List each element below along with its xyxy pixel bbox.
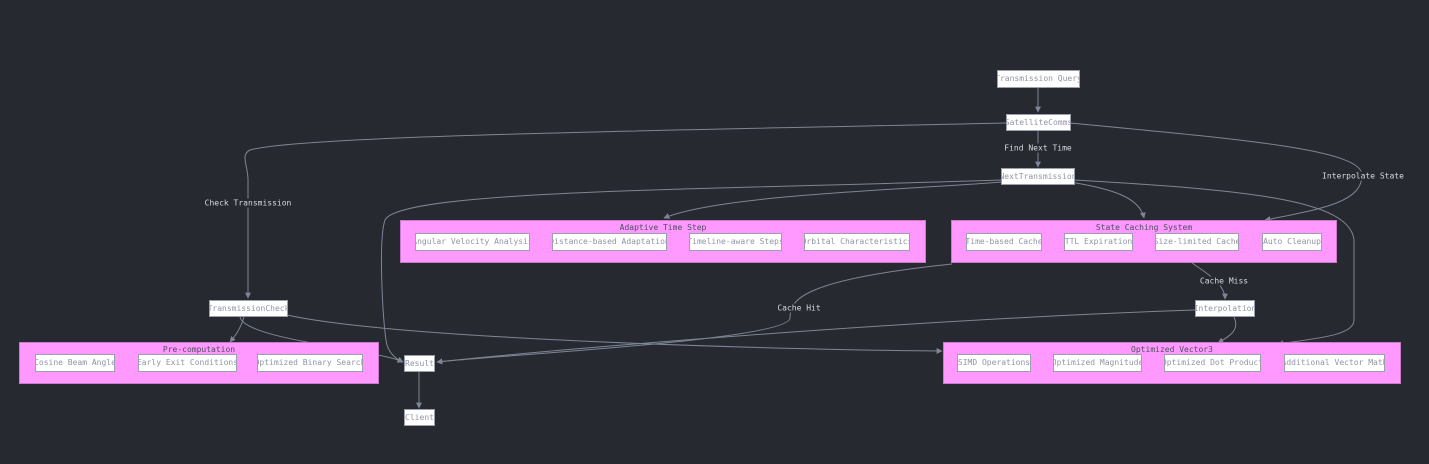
node-optimized-dot-product[interactable]: Optimized Dot Product bbox=[1164, 354, 1261, 372]
node-transmission-query[interactable]: Transmission Query bbox=[997, 70, 1080, 88]
node-cosine-beam-angle[interactable]: Cosine Beam Angle bbox=[35, 354, 115, 372]
edge-nexttransmission-to-result bbox=[381, 179, 1003, 363]
edge-nexttransmission-to-vector3 bbox=[1073, 179, 1355, 347]
node-satellitecomms[interactable]: SatelliteComms bbox=[1006, 114, 1071, 131]
node-additional-vector-math[interactable]: Additional Vector Math bbox=[1284, 354, 1385, 372]
node-optimized-binary-search[interactable]: Optimized Binary Search bbox=[257, 354, 363, 372]
cluster-title-optimized-vector3: Optimized Vector3 bbox=[1131, 345, 1213, 354]
edge-nexttransmission-to-statecaching bbox=[1069, 181, 1146, 219]
node-time-based-cache[interactable]: Time-based Cache bbox=[966, 233, 1042, 251]
cluster-title-adaptive-time-step: Adaptive Time Step bbox=[619, 223, 707, 232]
node-early-exit-conditions[interactable]: Early Exit Conditions bbox=[138, 354, 237, 372]
node-orbital-characteristics[interactable]: Orbital Characteristics bbox=[804, 233, 910, 251]
node-angular-velocity-analysis[interactable]: Angular Velocity Analysis bbox=[415, 233, 530, 251]
cluster-title-pre-computation: Pre-computation bbox=[162, 345, 236, 354]
node-timeline-aware-steps[interactable]: Timeline-aware Steps bbox=[689, 233, 782, 251]
node-client[interactable]: Client bbox=[404, 409, 435, 426]
edge-transmissioncheck-to-precomputation bbox=[229, 316, 245, 343]
node-distance-based-adaptation[interactable]: Distance-based Adaptation bbox=[552, 233, 667, 251]
label-interpolate-state: Interpolate State bbox=[1320, 171, 1406, 181]
label-check-transmission: Check Transmission bbox=[202, 198, 294, 208]
node-result[interactable]: Result bbox=[404, 355, 435, 372]
node-nexttransmission[interactable]: NextTransmission bbox=[1001, 168, 1075, 185]
label-cache-hit: Cache Hit bbox=[775, 303, 823, 313]
edge-statecaching-to-result bbox=[436, 263, 953, 365]
edge-satellitecomms-to-transmissioncheck bbox=[244, 122, 1007, 299]
label-find-next-time: Find Next Time bbox=[1002, 143, 1074, 153]
node-optimized-magnitude[interactable]: Optimized Magnitude bbox=[1053, 354, 1142, 372]
node-size-limited-cache[interactable]: Size-limited Cache bbox=[1155, 233, 1239, 251]
cluster-title-state-caching: State Caching System bbox=[1095, 223, 1193, 232]
node-interpolation[interactable]: Interpolation bbox=[1195, 300, 1255, 317]
node-ttl-expiration[interactable]: TTL Expiration bbox=[1064, 233, 1133, 251]
node-transmissioncheck[interactable]: TransmissionCheck bbox=[209, 300, 288, 317]
edge-satellitecomms-to-statecaching bbox=[1069, 122, 1363, 222]
edge-transmissioncheck-to-vector3 bbox=[286, 314, 943, 354]
edge-interpolation-to-result bbox=[436, 309, 1196, 365]
edge-nexttransmission-to-adaptive bbox=[663, 181, 1003, 219]
edge-interpolation-to-vector3 bbox=[1217, 316, 1237, 344]
label-cache-miss: Cache Miss bbox=[1197, 276, 1251, 286]
node-simd-operations[interactable]: SIMD Operations bbox=[957, 354, 1031, 372]
node-auto-cleanup[interactable]: Auto Cleanup bbox=[1262, 233, 1322, 251]
